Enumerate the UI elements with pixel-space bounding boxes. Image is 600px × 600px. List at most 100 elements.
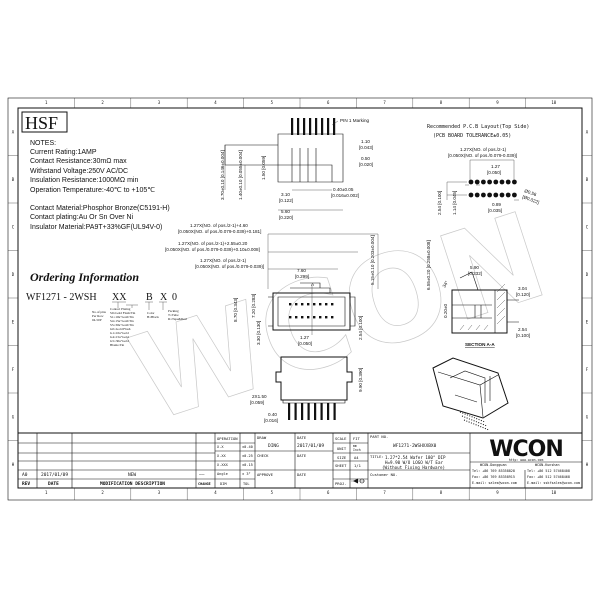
pcb-pad bbox=[493, 192, 499, 198]
office-name: WCON-Dongguan bbox=[480, 463, 507, 467]
notes-heading: NOTES: bbox=[30, 140, 56, 147]
note-line: Contact Material:Phosphor Bronze(C5191-H… bbox=[30, 205, 170, 212]
tolerance-value: ± 3° bbox=[242, 472, 251, 476]
ordering-code-suffix: 0 bbox=[172, 292, 177, 303]
dim-label: 0.20±0 bbox=[443, 304, 448, 318]
pcb-pad bbox=[468, 179, 474, 185]
dim-label: 5.60 bbox=[281, 209, 290, 214]
ruler-label: E bbox=[12, 319, 15, 324]
pin bbox=[294, 403, 297, 420]
sheet-label: SHEET bbox=[335, 463, 347, 468]
pcb-pad bbox=[487, 192, 492, 198]
rev-header: CHANGE bbox=[198, 482, 211, 486]
dim-label: [0.016] bbox=[264, 418, 278, 423]
pin bbox=[307, 303, 310, 306]
customer-label: Customer NO. bbox=[370, 472, 397, 477]
pcb-pad bbox=[493, 179, 499, 185]
website: http: www.wcon.com bbox=[509, 458, 544, 462]
dim-label: 0.50 bbox=[361, 156, 370, 161]
pcb-pad bbox=[468, 192, 474, 198]
ruler-label: 8 bbox=[440, 100, 443, 105]
rev-change: —— bbox=[199, 473, 205, 478]
ruler-label: 3 bbox=[158, 100, 161, 105]
pin bbox=[315, 118, 318, 135]
ruler-label: 9 bbox=[496, 100, 499, 105]
pin bbox=[331, 316, 334, 319]
pin bbox=[325, 303, 328, 306]
ruler-label: 6 bbox=[327, 490, 330, 495]
legend-plating: G0=Gold Flash bbox=[110, 327, 131, 331]
ordering-code-color: B bbox=[146, 292, 153, 303]
ordering-information: Ordering Information WF1271 - 2WSH XX B … bbox=[26, 270, 187, 347]
pcb-pad bbox=[474, 192, 480, 198]
bottom-view: 2X1.50 [0.059] 0.40 [0.016] 9.90 [0.390] bbox=[250, 356, 363, 423]
pcb-pad bbox=[512, 192, 517, 198]
ruler-label: D bbox=[12, 272, 15, 277]
rev-date: 2017/01/09 bbox=[41, 472, 68, 478]
dim-label: 3.70±0.10 [0.146±0.004] bbox=[220, 150, 225, 200]
dim-label: [0.050X(NO. of pos./0.079-0.039)+0.181] bbox=[178, 229, 261, 234]
part-no-value: WF1271-2WSHXXBX0 bbox=[393, 443, 437, 449]
rev-value: A0 bbox=[22, 472, 28, 478]
ruler-label: 5 bbox=[271, 100, 274, 105]
legend-plating: G5=30u"Gold bbox=[110, 339, 129, 343]
sheet-value: 1/1 bbox=[354, 463, 362, 468]
dim-label: 5.90 bbox=[470, 265, 479, 270]
ruler-label: 10 bbox=[551, 100, 556, 105]
dim-label: [0.016±0.002] bbox=[331, 193, 359, 198]
dim-label: [0.043] bbox=[359, 145, 373, 150]
ruler-label: A bbox=[586, 129, 589, 134]
dim-label: 1.27X(NO. of pos./2-1)+2.55±0.20 bbox=[178, 241, 248, 246]
pcb-pad bbox=[481, 179, 486, 185]
office-fax: Fax: +86 769 85358915 bbox=[472, 475, 515, 479]
projection-symbol-icon bbox=[351, 478, 365, 484]
pin bbox=[297, 118, 300, 135]
dim-label: 0.40±0.05 bbox=[333, 187, 354, 192]
pin bbox=[289, 316, 292, 319]
ordering-code-packing: X bbox=[160, 292, 168, 303]
pin bbox=[331, 303, 334, 306]
date-value: 2017/01/09 bbox=[297, 443, 324, 449]
dim-label: [0.050X(NO. of pos./0.079-0.039)] bbox=[448, 153, 517, 158]
dim-label: 1.50 [0.059] bbox=[261, 156, 266, 180]
pcb-layout: Recommended P.C.B Layout(Top Side) (PCB … bbox=[427, 124, 540, 215]
dim-label: [0.220] bbox=[279, 215, 293, 220]
tolerance-footer: TOL bbox=[243, 482, 250, 486]
dim-label: 1.40±0.10 [0.055±0.004] bbox=[238, 150, 243, 200]
pcb-pad bbox=[505, 179, 511, 185]
pin bbox=[325, 316, 328, 319]
legend-plating: S0=Gold Flash/Tin bbox=[110, 311, 136, 315]
legend-packing: T=Tube bbox=[168, 313, 179, 317]
hsf-logo-box bbox=[21, 111, 68, 133]
pin bbox=[295, 303, 298, 306]
dim-label: 5.15±0.10 [0.203±0.004] bbox=[370, 235, 375, 285]
pin bbox=[319, 316, 322, 319]
pin bbox=[295, 316, 298, 319]
dim-label: 3.04 bbox=[518, 286, 527, 291]
ruler-label: B bbox=[586, 177, 589, 182]
check-label: CHECK bbox=[257, 453, 269, 458]
legend-packing: R=Tape&Reel bbox=[168, 317, 187, 321]
note-line: Insulation Resistance:1000MΩ min bbox=[30, 177, 138, 184]
ruler-label: F bbox=[586, 367, 589, 372]
legend-plating: G4=15u"Gold bbox=[110, 335, 129, 339]
note-line: Contact plating:Au Or Sn Over Ni bbox=[30, 214, 134, 221]
dim-label: 1.27 bbox=[491, 164, 500, 169]
ruler-label: 2 bbox=[101, 490, 104, 495]
draw-value: DING bbox=[268, 443, 279, 449]
section-a-a: 5.90 [0.232] 3.04 [0.120] 2.54 [0.100] 6… bbox=[426, 240, 530, 347]
pin bbox=[301, 403, 304, 420]
rev-header: MODIFICATION DESCRIPTION bbox=[100, 481, 165, 487]
tolerance-value: ±0.25 bbox=[242, 454, 253, 458]
ordering-code-pins: XX bbox=[112, 292, 127, 303]
ruler-label: G bbox=[586, 414, 589, 419]
pin bbox=[289, 303, 292, 306]
tolerance-dim: X.XX bbox=[217, 454, 226, 458]
dim-label: 1.14 [0.045] bbox=[452, 191, 457, 215]
ruler-label: H bbox=[586, 462, 589, 467]
pcb-pad bbox=[505, 192, 511, 198]
dim-label: [0.232] bbox=[468, 271, 482, 276]
ruler-label: C bbox=[12, 224, 15, 229]
dim-label: 2.54 bbox=[518, 327, 527, 332]
pin bbox=[301, 316, 304, 319]
